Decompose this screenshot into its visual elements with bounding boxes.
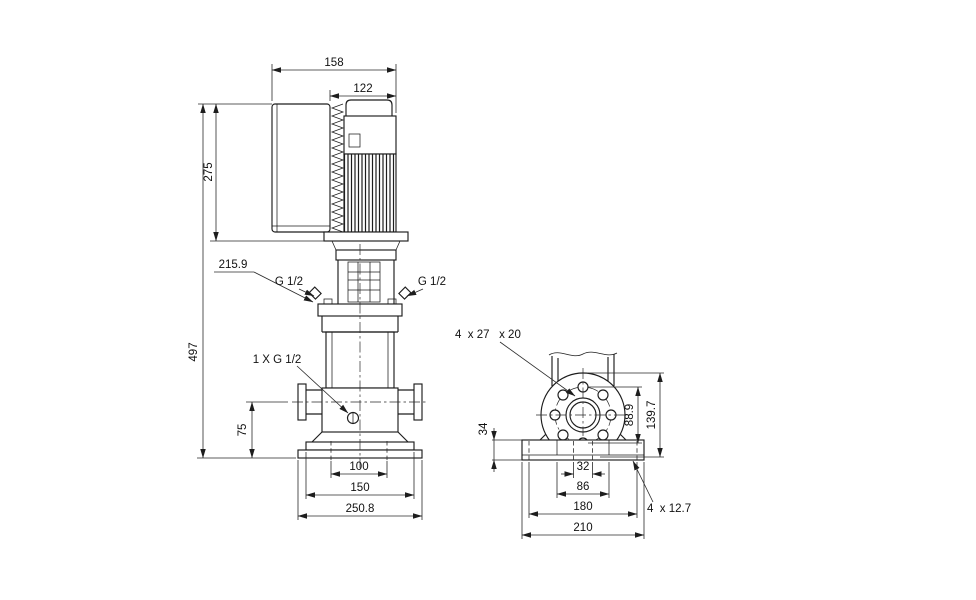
motor-nameplate [348,133,361,148]
label-drain-port: 1 X G 1/2 [253,354,302,366]
port-left-leader [298,288,315,297]
dim-port-center-height: 75 [237,424,249,437]
base-slot-lines [573,441,593,461]
label-anchor-holes: 4 x 12.7 [647,503,691,515]
dim-foot-width-side: 86 [577,481,590,493]
motor-flange [323,231,409,242]
bolt-hole [597,429,609,441]
stool-slants [331,240,401,251]
foot-transition [311,431,409,443]
dim-slot-width: 32 [577,461,590,473]
suction-flange-neck [306,389,322,415]
head-bolt-right [387,298,397,305]
bolt-hole [557,429,569,441]
left-extension-lines [197,103,324,459]
port-right-plug [398,286,412,300]
dim-head-height: 215.9 [219,259,248,271]
motor-upper-body [343,115,397,155]
ext-88 [588,386,642,444]
dim-base-width-side: 210 [573,522,592,534]
flange-hole-leader [499,341,576,397]
head-height-leader [253,271,314,303]
chamber-stack [325,331,395,389]
dim-total-height: 497 [188,342,200,361]
front-geometry [271,99,428,468]
pedestal-flare [539,433,627,441]
side-view: 4 x 27 x 20 88.9 139.7 34 32 86 180 [455,329,691,539]
dim-base-height: 34 [478,422,490,435]
label-port-left: G 1/2 [275,276,303,288]
dim-flange-diameter: 139.7 [646,401,658,430]
ext-210 [521,462,645,539]
casing-walls [551,354,615,386]
dim-motor-width: 122 [353,83,372,95]
stack-sleeve-lines [331,332,389,388]
dim-base-width: 250.8 [346,503,375,515]
ext-139 [588,372,664,458]
coupling-details [348,262,380,302]
bolt-hole [597,389,609,401]
ext-34 [492,439,522,461]
top-extension-lines [271,64,397,113]
break-line [548,351,618,357]
dim-foot-width: 150 [350,482,369,494]
ext-250 [297,460,423,520]
label-flange-holes: 4 x 27 x 20 [455,329,521,341]
fan-cover [345,99,393,116]
heatsink-zigzag [330,103,345,233]
motor-fins [343,153,397,233]
stool-plate [335,249,397,261]
port-right-plug-body [398,286,412,300]
converter-box [271,103,331,233]
anchor-bolt-lines [330,441,388,461]
stool-sides [337,260,395,304]
front-view: 158 122 275 497 215.9 G 1/2 G 1/2 1 X G … [188,57,446,520]
port-left-plug [308,286,322,300]
anchor-hole-leader [632,460,654,503]
discharge-flange-neck [398,389,414,415]
base-details [522,440,644,456]
dim-anchor-spacing: 100 [349,461,368,473]
head-bolt-left [323,298,333,305]
port-right-leader [406,288,424,297]
converter-box-details [272,104,330,232]
bolt-hole [557,389,569,401]
port-left-plug-body [308,286,322,300]
drain-leader [296,365,349,414]
dim-total-width: 158 [324,57,343,69]
base-anchor-lines [528,441,638,461]
ext-150 [305,452,415,499]
front-dimensions: 158 122 275 497 215.9 G 1/2 G 1/2 1 X G … [188,57,446,520]
dim-motor-height: 275 [203,162,215,181]
coupling-guard [347,261,381,303]
side-geometry [521,351,645,461]
coupling [347,261,381,303]
dim-bolt-circle: 88.9 [624,404,636,426]
ext-180 [528,462,638,518]
dim-anchor-spacing-side: 180 [573,501,592,513]
label-port-right: G 1/2 [418,276,446,288]
side-dimensions: 4 x 27 x 20 88.9 139.7 34 32 86 180 [455,329,691,539]
